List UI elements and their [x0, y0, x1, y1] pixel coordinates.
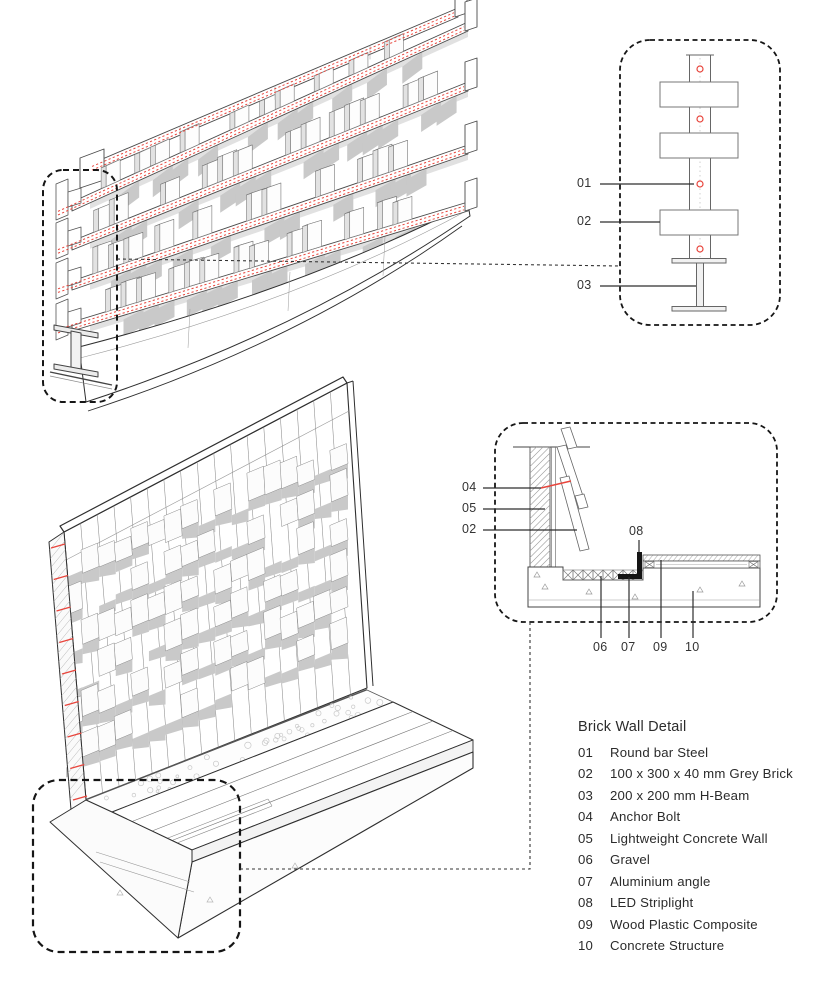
legend-item-label: Gravel [610, 852, 651, 868]
detail-callout-section-bubble [494, 422, 778, 623]
callout2-concrete-structure-label: 10 [685, 640, 700, 654]
legend-item-label: Anchor Bolt [610, 809, 681, 825]
legend-item-label: Lightweight Concrete Wall [610, 830, 768, 846]
callout2-wpc-label: 09 [653, 640, 668, 654]
callout1-hbeam-label: 03 [577, 278, 592, 292]
callout2-concrete-wall-label: 05 [462, 501, 477, 515]
legend-item-num: 02 [578, 766, 594, 782]
base-slab [49, 689, 474, 939]
legend-list: 01 Round bar Steel 02 100 x 300 x 40 mm … [578, 745, 808, 959]
axon-wall-and-base-drawing [59, 376, 374, 806]
detail-bar-and-bricks [600, 54, 739, 312]
legend-item-num: 05 [578, 830, 594, 846]
legend-item-label: 200 x 200 mm H-Beam [610, 787, 750, 803]
legend-item-label: Concrete Structure [610, 937, 725, 953]
legend-item-num: 04 [578, 809, 594, 825]
legend-item-label: Wood Plastic Composite [610, 916, 758, 932]
callout2-gravel-label: 06 [593, 640, 608, 654]
legend-item-num: 09 [578, 916, 594, 932]
callout1-round-bar-label: 01 [577, 176, 592, 190]
callout1-brick-label: 02 [577, 214, 592, 228]
legend-item-num: 08 [578, 895, 594, 911]
legend-item-num: 01 [578, 745, 594, 760]
detail-zone-top-drawing [42, 169, 118, 403]
legend-item-label: Aluminium angle [610, 873, 711, 889]
legend-item-num: 03 [578, 787, 594, 803]
callout2-alu-angle-label: 07 [621, 640, 636, 654]
legend-item-label: LED Striplight [610, 895, 694, 911]
legend-item-label: Round bar Steel [610, 745, 709, 760]
legend-item-label: 100 x 300 x 40 mm Grey Brick [610, 766, 793, 782]
legend-item-num: 06 [578, 852, 594, 868]
callout2-brick-label: 02 [462, 522, 477, 536]
axon-brick-courses-drawing [55, 0, 478, 412]
detail-zone-bottom-drawing [31, 778, 242, 954]
legend-item-num: 10 [578, 937, 594, 953]
callout-bubbles-and-leaders [31, 39, 781, 954]
detail-callout-bar-bubble [619, 39, 781, 326]
legend: Brick Wall Detail 01 Round bar Steel 02 … [578, 719, 808, 959]
h-beam-column [49, 324, 113, 390]
legend-title: Brick Wall Detail [578, 719, 687, 735]
callout2-anchor-bolt-label: 04 [462, 480, 477, 494]
legend-item-num: 07 [578, 873, 594, 889]
detail-wall-base-section [483, 426, 761, 638]
callout2-led-label: 08 [629, 524, 644, 538]
